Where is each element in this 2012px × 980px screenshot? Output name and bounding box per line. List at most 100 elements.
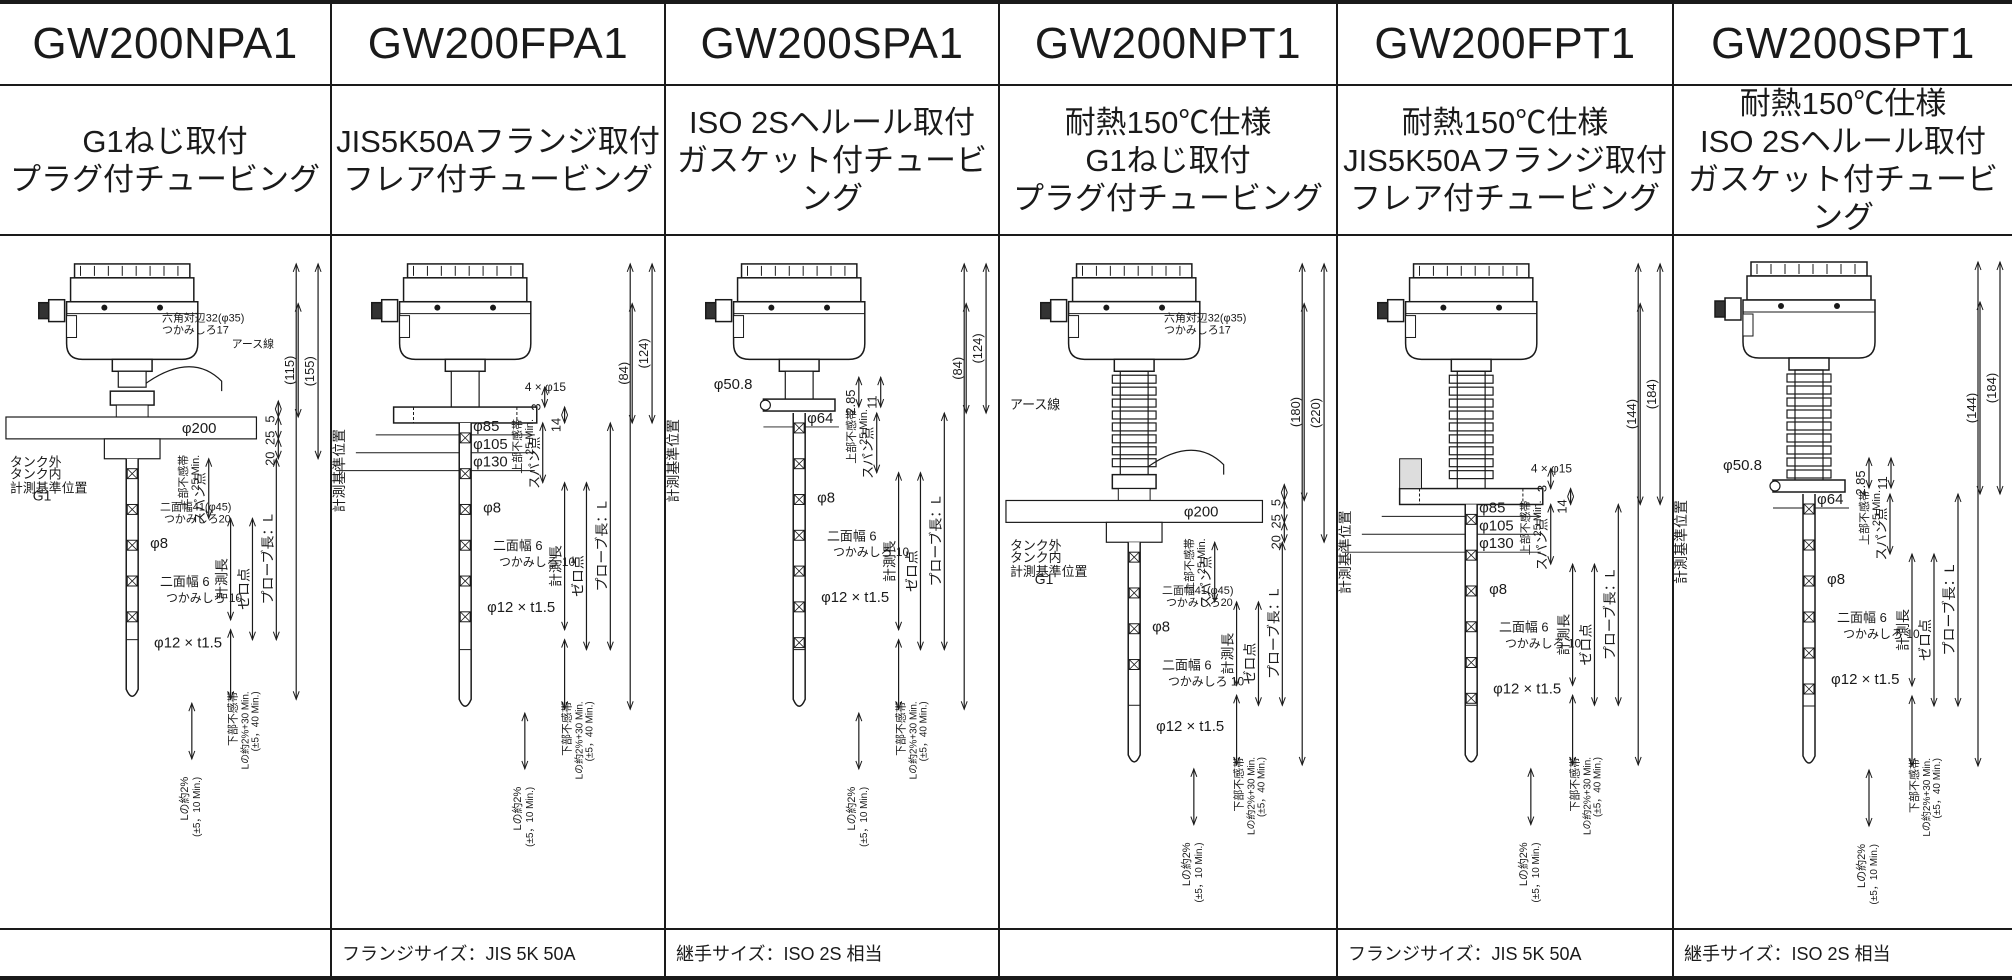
cooling-fin bbox=[1786, 457, 1832, 467]
housing-cap bbox=[1075, 263, 1193, 279]
housing-neck bbox=[1450, 358, 1492, 373]
probe-joint-mark bbox=[793, 565, 805, 577]
bolt-holes-label: 4 × φ15 bbox=[1531, 462, 1573, 476]
probe-tube bbox=[1127, 542, 1141, 763]
housing-body bbox=[1067, 300, 1201, 361]
screw-icon bbox=[434, 304, 441, 311]
upper-deadband-label: 上部不感帯 bbox=[176, 455, 190, 510]
dim-measure-length-arrow-bottom bbox=[1569, 677, 1577, 687]
cooling-fin bbox=[1111, 374, 1157, 384]
dim-14-label: 14 bbox=[549, 418, 564, 432]
dim-14-arrow-bottom bbox=[561, 414, 569, 425]
tip-clearance-sub: (±5，10 Min.) bbox=[1869, 844, 1880, 905]
dim-overall-height-label: (155) bbox=[302, 356, 317, 386]
size-footnote: フランジサイズ：JIS 5K 50A bbox=[1348, 944, 1582, 964]
probe-joint-mark bbox=[793, 422, 805, 434]
dim-probe-length-arrow-bottom bbox=[940, 641, 948, 652]
width-6-label: 二面幅 6 bbox=[1162, 657, 1211, 672]
lower-deadband-value: Lの約2%+30 Min. bbox=[1920, 758, 1933, 837]
probe-tube bbox=[458, 422, 472, 707]
thread-section bbox=[1117, 488, 1151, 501]
description-line: ISO 2Sヘルール取付 bbox=[689, 105, 975, 140]
lower-deadband-sub: (±5，40 Min.) bbox=[584, 701, 595, 761]
probe-joint-mark bbox=[1803, 539, 1815, 551]
dim-measure-length-arrow-top bbox=[1908, 552, 1916, 563]
housing-side-tab bbox=[1405, 315, 1417, 338]
dim-20-arrow-top bbox=[274, 437, 282, 447]
tip-clearance-sub: (±5，10 Min.) bbox=[525, 787, 536, 847]
dim-span-point-label: スパン点 bbox=[527, 437, 542, 489]
dim-tip-clearance-arrow-top bbox=[188, 701, 196, 712]
housing-cap bbox=[73, 263, 191, 279]
probe-joint-mark bbox=[1465, 621, 1477, 632]
dim-overall-height-arrow-top bbox=[1656, 262, 1664, 273]
dim-measure-length-label: 計測長 bbox=[214, 558, 230, 600]
probe-joint-mark bbox=[1128, 623, 1140, 634]
lower-deadband-value: Lの約2%+30 Min. bbox=[1244, 757, 1257, 835]
dim-11-arrow-top bbox=[1887, 456, 1895, 467]
dim-overall-height-arrow-top bbox=[1320, 262, 1328, 273]
tip-clearance-label: Lの約2% bbox=[1854, 844, 1868, 888]
dim-probe-length-label: プローブ長：L bbox=[593, 501, 609, 592]
cooling-fin bbox=[1111, 434, 1157, 444]
dim-lower-deadband-arrow-bottom bbox=[227, 691, 235, 701]
probe-joint-mark bbox=[793, 494, 805, 505]
dim-zero-point-arrow-top bbox=[249, 516, 256, 527]
probe-diameter-8-label: φ8 bbox=[1827, 571, 1845, 588]
dim-span-point-label: スパン点 bbox=[1535, 518, 1550, 570]
dim-housing-height-label: (144) bbox=[1624, 399, 1639, 429]
dim-overall-height-arrow-bottom bbox=[1320, 534, 1328, 544]
grip10-label: つかみしろ 10 bbox=[1168, 674, 1244, 688]
dim-span-point-arrow-bottom bbox=[205, 510, 213, 520]
probe-joint-mark bbox=[1465, 693, 1477, 704]
dim-20-label: 20 bbox=[262, 452, 277, 466]
cable-gland-nut bbox=[371, 301, 383, 320]
grip10-label: つかみしろ 10 bbox=[166, 591, 242, 605]
grip10-label: つかみしろ 10 bbox=[833, 545, 909, 559]
housing-cap bbox=[406, 263, 524, 279]
dim-measure-length-label: 計測長 bbox=[1895, 609, 1911, 651]
dim-lower-deadband-arrow-bottom bbox=[895, 701, 903, 711]
cooling-fin bbox=[1111, 398, 1157, 408]
dim-3-arrow-bottom bbox=[1547, 480, 1555, 490]
dim-lower-deadband-arrow-top bbox=[227, 628, 235, 638]
probe-joint-mark bbox=[1465, 585, 1477, 597]
screw-icon bbox=[157, 304, 164, 311]
tip-clearance-label: Lの約2% bbox=[1516, 842, 1530, 886]
probe-joint-mark bbox=[459, 504, 471, 515]
dim-span-point-arrow-bottom bbox=[873, 464, 881, 475]
dim-3-label: 3 bbox=[529, 403, 544, 410]
mount-adapter bbox=[1105, 521, 1163, 543]
dim-housing-height-label: (84) bbox=[616, 362, 631, 385]
width-6-label: 二面幅 6 bbox=[1499, 620, 1548, 635]
probe-joint-mark bbox=[126, 504, 138, 515]
dim-tip-clearance-arrow-bottom bbox=[1190, 816, 1198, 826]
dim-25-label: 25 bbox=[1268, 514, 1283, 528]
dim-lower-deadband-arrow-top bbox=[561, 638, 569, 648]
screw-icon bbox=[1778, 303, 1784, 309]
dim-measure-length-arrow-bottom bbox=[1908, 677, 1916, 688]
dim-span-point-label: スパン点 bbox=[1874, 508, 1889, 561]
probe-joint-mark bbox=[1803, 647, 1815, 659]
diameter-105-label: φ105 bbox=[1479, 518, 1514, 534]
dim-zero-point-arrow-bottom bbox=[249, 631, 256, 642]
housing-side-tab bbox=[733, 315, 745, 338]
clamp-hinge bbox=[759, 399, 771, 411]
cooling-fin bbox=[1111, 410, 1157, 420]
cooling-fin bbox=[1448, 446, 1494, 456]
dim-span-point-arrow-bottom bbox=[1211, 593, 1219, 604]
upper-min-label: 25 Min. bbox=[1532, 500, 1544, 536]
diameter-85-label: φ85 bbox=[473, 419, 499, 435]
dim-zero-point-label: ゼロ点 bbox=[1577, 624, 1593, 666]
probe-joint-mark bbox=[1465, 514, 1477, 525]
lower-deadband-sub: (±5，40 Min.) bbox=[1932, 758, 1943, 819]
hex32-label: 六角対辺32(φ35) bbox=[1164, 311, 1246, 325]
diameter-85-label: φ85 bbox=[1479, 500, 1505, 516]
dim-measure-length-label: 計測長 bbox=[882, 540, 898, 582]
model-name: GW200SPA1 bbox=[700, 19, 964, 68]
cooling-fin bbox=[1786, 409, 1832, 419]
tube-diameter-label: φ12 × t1.5 bbox=[1493, 681, 1561, 697]
